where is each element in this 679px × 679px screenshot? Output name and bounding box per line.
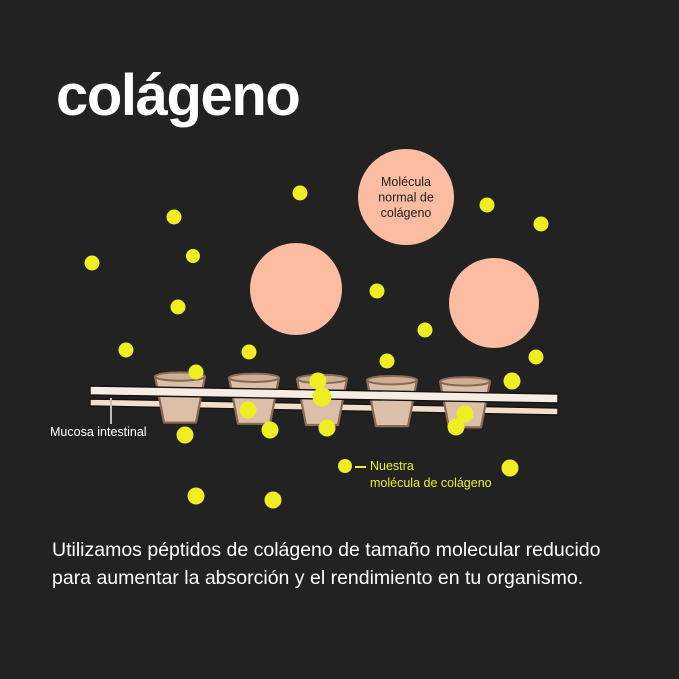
mucosa-label: Mucosa intestinal xyxy=(50,425,147,439)
our-collagen-molecule xyxy=(261,421,279,439)
our-collagen-molecule xyxy=(533,216,549,232)
our-collagen-molecule xyxy=(417,322,433,338)
normal-collagen-molecule-label: colágeno xyxy=(381,206,432,220)
our-collagen-molecule xyxy=(318,419,336,437)
legend-yellow-circle-icon xyxy=(338,459,352,473)
our-collagen-molecule xyxy=(166,209,182,225)
legend-label: Nuestra molécula de colágeno xyxy=(370,459,492,490)
normal-collagen-molecule-label: Molécula xyxy=(381,175,431,189)
our-collagen-molecule xyxy=(292,185,308,201)
membrane-pore-funnel xyxy=(227,376,281,425)
normal-collagen-molecule xyxy=(358,149,454,245)
our-collagen-molecule xyxy=(379,353,395,369)
our-collagen-molecule xyxy=(239,401,257,419)
membrane-pore-rim xyxy=(228,372,280,384)
our-collagen-molecule xyxy=(479,197,495,213)
our-collagen-molecules-group xyxy=(84,185,549,509)
normal-collagen-molecule xyxy=(449,258,539,348)
normal-collagen-molecule-label: normal de xyxy=(378,191,434,205)
membrane-pore-funnel xyxy=(365,379,419,428)
legend: Nuestra molécula de colágeno xyxy=(338,458,492,492)
our-collagen-molecule xyxy=(312,387,332,407)
legend-dash-icon xyxy=(355,466,366,468)
our-collagen-molecule xyxy=(309,372,327,390)
membrane-pore-rim xyxy=(366,374,418,386)
our-collagen-molecule xyxy=(241,344,257,360)
membrane-pore-rim xyxy=(439,376,491,387)
our-collagen-molecule xyxy=(176,426,194,444)
our-collagen-molecule xyxy=(369,283,385,299)
our-collagen-molecule xyxy=(264,491,282,509)
our-collagen-molecule xyxy=(528,349,544,365)
our-collagen-molecule xyxy=(187,487,205,505)
normal-collagen-molecule xyxy=(250,243,342,335)
our-collagen-molecule xyxy=(456,405,474,423)
our-collagen-molecule xyxy=(503,372,521,390)
mucosa-leader-line-icon xyxy=(110,398,112,424)
our-collagen-molecule xyxy=(84,255,100,271)
our-collagen-molecule xyxy=(186,249,200,263)
our-collagen-molecule xyxy=(170,299,186,315)
our-collagen-molecule xyxy=(118,342,134,358)
our-collagen-molecule xyxy=(501,459,519,477)
membrane-pore-funnel xyxy=(153,375,207,424)
our-collagen-molecule xyxy=(447,418,465,436)
caption-paragraph: Utilizamos péptidos de colágeno de tamañ… xyxy=(52,539,601,589)
our-collagen-molecule xyxy=(188,364,204,380)
page-title: colágeno xyxy=(56,63,301,128)
